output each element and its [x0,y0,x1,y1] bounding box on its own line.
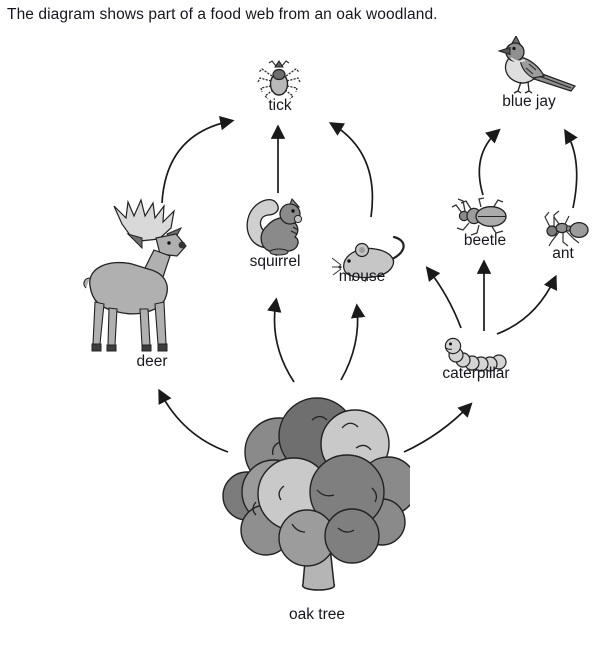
arrow-oak-tree-to-deer [158,388,229,453]
caterpillar-illustration [441,334,513,372]
caterpillar-label: caterpillar [442,365,510,382]
mouse-illustration [332,233,410,283]
squirrel-label: squirrel [249,253,301,270]
blue-jay-label: blue jay [502,93,556,110]
arrow-caterpillar-to-ant [496,274,557,335]
deer-label: deer [136,353,168,370]
diagram-caption: The diagram shows part of a food web fro… [7,6,438,23]
tick-label: tick [268,97,292,114]
arrow-beetle-to-blue-jay [478,128,501,196]
arrow-deer-to-tick [161,116,235,204]
beetle-illustration [451,196,511,236]
arrow-caterpillar-to-mouse [425,266,462,329]
squirrel-illustration [241,190,307,256]
arrow-oak-tree-to-mouse [340,303,366,381]
ant-label: ant [552,245,574,262]
tick-illustration [256,58,302,102]
arrow-mouse-to-tick [328,122,374,218]
arrow-ant-to-blue-jay [564,128,578,209]
oak-tree-illustration [222,390,410,608]
blue-jay-illustration [487,36,579,94]
arrow-oak-tree-to-squirrel [267,297,295,383]
ant-illustration [541,206,589,248]
beetle-label: beetle [463,232,507,249]
mouse-label: mouse [338,268,386,285]
arrow-oak-tree-to-caterpillar [403,402,473,453]
deer-illustration [70,198,208,356]
oak-tree-label: oak tree [288,606,346,623]
